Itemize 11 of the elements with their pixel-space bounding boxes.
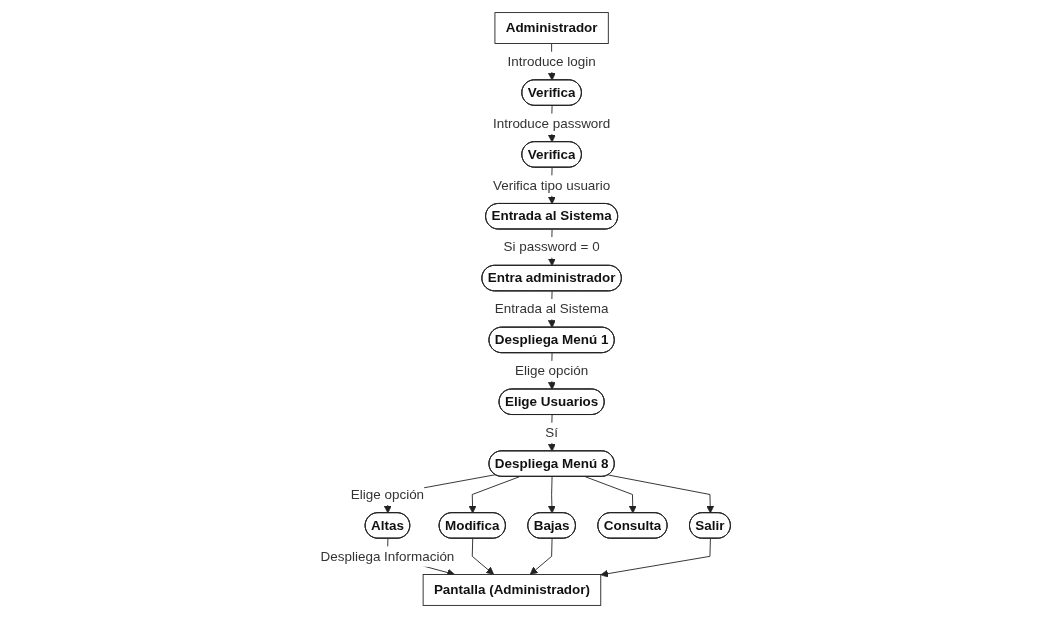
node-box: Pantalla (Administrador) bbox=[422, 574, 601, 606]
edge-label: Si password = 0 bbox=[503, 238, 600, 255]
edge-label: Introduce password bbox=[492, 115, 610, 131]
edge-label: Despliega Información bbox=[320, 548, 454, 564]
edge-label: Sí bbox=[544, 424, 558, 440]
edge-label: Elige opción bbox=[514, 362, 588, 378]
edge-label: Introduce login bbox=[507, 53, 596, 69]
node-box: Administrador bbox=[494, 12, 609, 44]
edge-label: Entrada al Sistema bbox=[494, 300, 608, 316]
edge-label: Verifica tipo usuario bbox=[492, 177, 610, 193]
edge-label: Elige opción bbox=[350, 486, 424, 502]
